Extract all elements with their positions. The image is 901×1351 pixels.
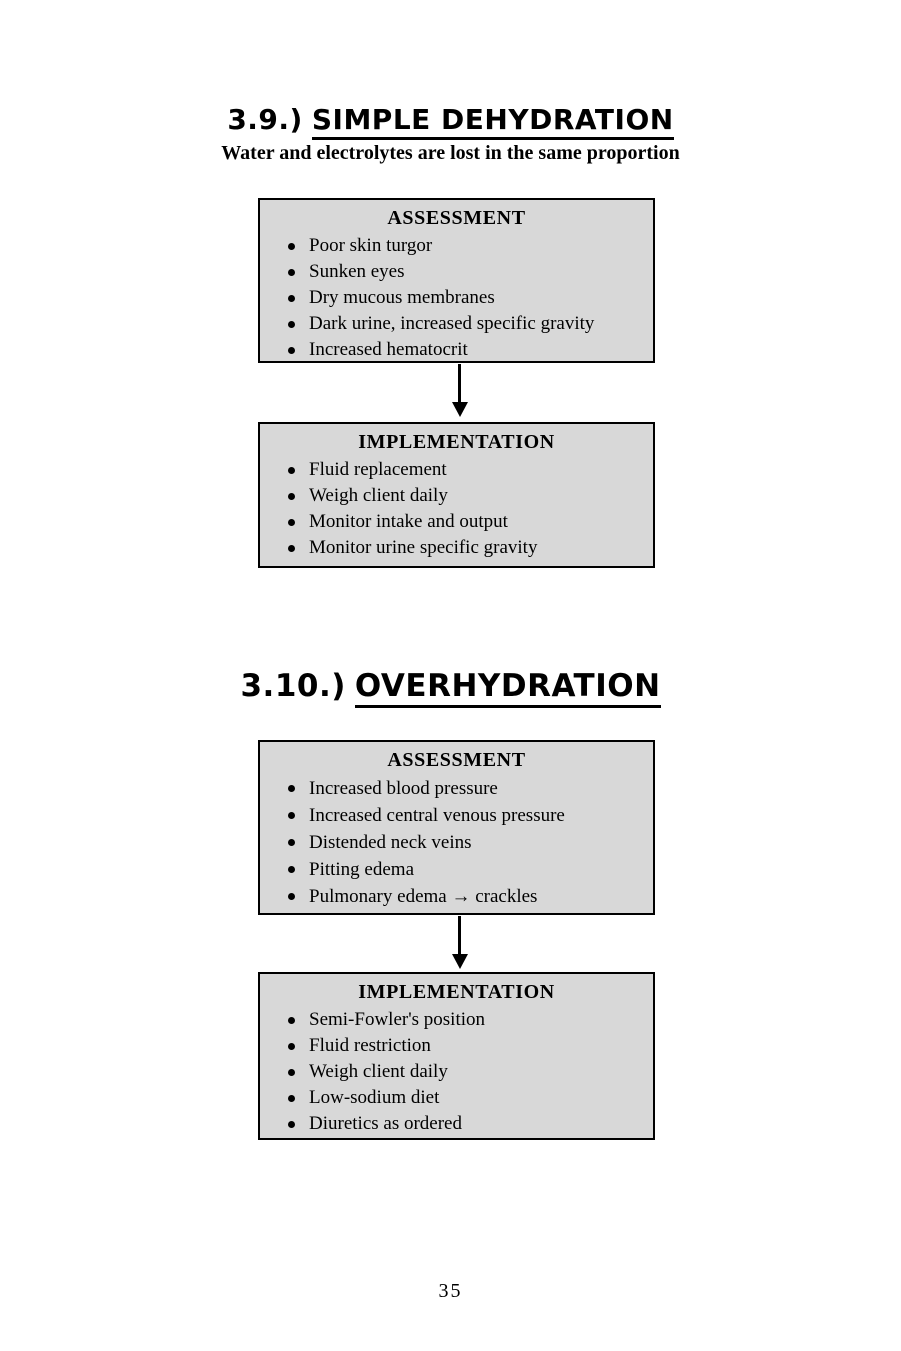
box-header: IMPLEMENTATION	[358, 981, 555, 1003]
implementation-list: Semi-Fowler's position Fluid restriction…	[260, 1007, 653, 1137]
list-item: Increased blood pressure	[288, 775, 653, 802]
arrow-head	[451, 954, 468, 969]
list-item: Poor skin turgor	[288, 233, 653, 259]
section-title-overhydration: 3.10.)OVERHYDRATION	[0, 668, 901, 708]
section-title-text: OVERHYDRATION	[354, 668, 661, 708]
box-header: ASSESSMENT	[387, 207, 526, 229]
list-item: Monitor intake and output	[288, 509, 653, 535]
list-item: Increased hematocrit	[288, 337, 653, 363]
list-item: Increased central venous pressure	[288, 802, 653, 829]
box-header: IMPLEMENTATION	[358, 431, 555, 453]
implementation-list: Fluid replacement Weigh client daily Mon…	[260, 457, 653, 561]
list-item: Sunken eyes	[288, 259, 653, 285]
list-item: Fluid replacement	[288, 457, 653, 483]
list-item: Distended neck veins	[288, 829, 653, 856]
list-item: Low-sodium diet	[288, 1085, 653, 1111]
box-header: ASSESSMENT	[387, 749, 526, 771]
assessment-box-dehydration: ASSESSMENT Poor skin turgor Sunken eyes …	[258, 198, 655, 363]
section-subtitle: Water and electrolytes are lost in the s…	[221, 142, 680, 164]
arrow-shaft	[458, 916, 461, 954]
list-item: Fluid restriction	[288, 1033, 653, 1059]
assessment-list: Poor skin turgor Sunken eyes Dry mucous …	[260, 233, 653, 363]
arrow-shaft	[458, 364, 461, 402]
section-title-simple-dehydration: 3.9.)SIMPLE DEHYDRATION	[0, 103, 901, 140]
list-item: Pulmonary edema → crackles	[288, 883, 653, 910]
down-arrow-icon	[451, 364, 468, 417]
section-number: 3.9.)	[227, 103, 303, 136]
list-item: Monitor urine specific gravity	[288, 535, 653, 561]
page-number: 35	[438, 1280, 463, 1302]
section-number: 3.10.)	[240, 668, 346, 704]
list-item: Weigh client daily	[288, 1059, 653, 1085]
list-item: Dry mucous membranes	[288, 285, 653, 311]
list-item: Weigh client daily	[288, 483, 653, 509]
assessment-list: Increased blood pressure Increased centr…	[260, 775, 653, 910]
assessment-box-overhydration: ASSESSMENT Increased blood pressure Incr…	[258, 740, 655, 915]
list-item: Semi-Fowler's position	[288, 1007, 653, 1033]
arrow-head	[451, 402, 468, 417]
section-title-text: SIMPLE DEHYDRATION	[311, 103, 674, 140]
list-item: Pitting edema	[288, 856, 653, 883]
implementation-box-dehydration: IMPLEMENTATION Fluid replacement Weigh c…	[258, 422, 655, 568]
implementation-box-overhydration: IMPLEMENTATION Semi-Fowler's position Fl…	[258, 972, 655, 1140]
list-item: Dark urine, increased specific gravity	[288, 311, 653, 337]
down-arrow-icon	[451, 916, 468, 969]
list-item: Diuretics as ordered	[288, 1111, 653, 1137]
